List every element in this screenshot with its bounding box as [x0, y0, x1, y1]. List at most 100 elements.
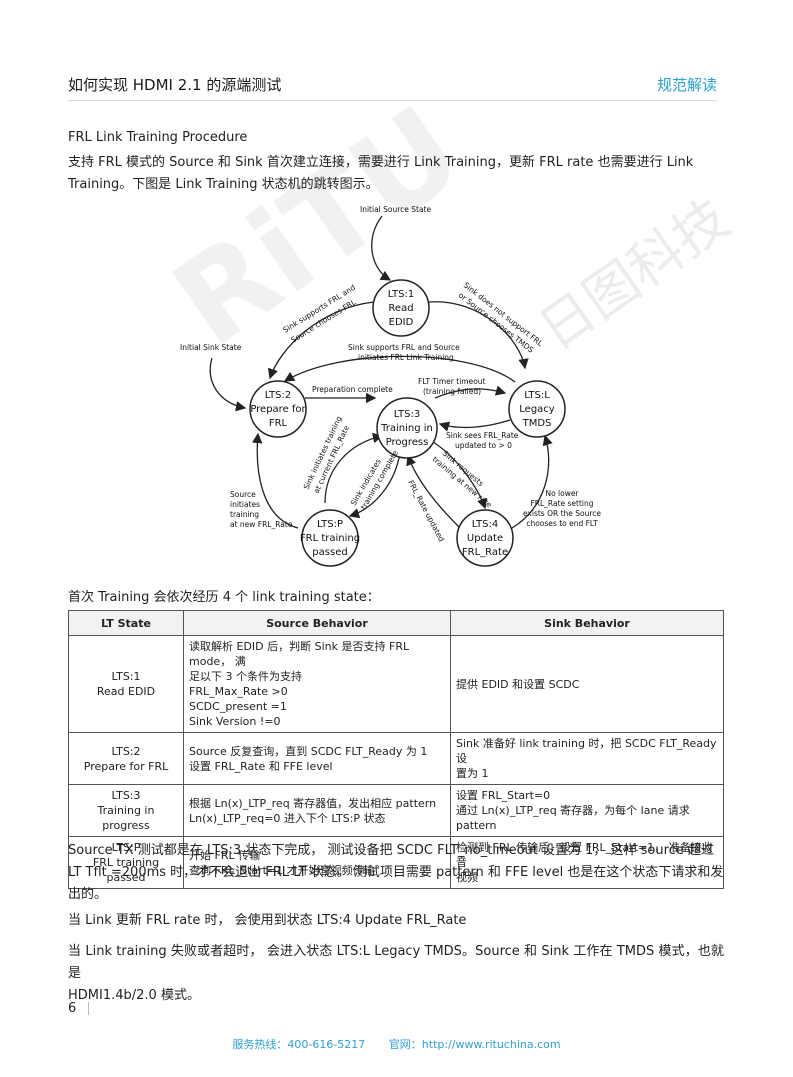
table-row: LTS:P FRL training passed 开始 FRL 传输 查询 F… [68, 836, 724, 889]
cell-line: 视频 [456, 871, 478, 884]
cell-line: 开始 FRL 传输 [189, 848, 261, 862]
node-ltsl-label: LTS:L [524, 390, 550, 401]
paragraph-update-rate: 当 Link 更新 FRL rate 时， 会使用到状态 LTS:4 Updat… [68, 913, 467, 928]
node-lts3-label: Progress [386, 437, 429, 448]
node-lts1-label: EDID [389, 317, 414, 328]
label-nolower: No lower [545, 489, 579, 498]
table-cell-source: Source 反复查询，直到 SCDC FLT_Ready 为 1 设置 FRL… [183, 732, 451, 785]
node-ltsp-label: FRL training [300, 533, 360, 544]
edge-initial-sink [209, 357, 247, 412]
node-lts4-label: Update [467, 533, 503, 544]
para-line: LT Tflt =200ms 时，才不会退出 FRL LT 状态。 测试项目需要… [68, 865, 724, 880]
cell-line: LTS:2 [111, 744, 141, 758]
cell-line: 提供 EDID 和设置 SCDC [456, 677, 580, 691]
table-cell-sink: Sink 准备好 link training 时，把 SCDC FLT_Read… [450, 732, 724, 785]
node-ltsp-label: passed [312, 547, 347, 558]
edge-ltsl-lts2 [283, 355, 516, 383]
cell-line: Training in progress [97, 804, 155, 832]
table-cell-source: 读取解析 EDID 后，判断 Sink 是否支持 FRL mode， 满 足以下… [183, 635, 451, 733]
table-cell-state: LTS:1 Read EDID [68, 635, 184, 733]
cell-line: Sink Version !=0 [189, 715, 281, 728]
label-sink-not: or Source chooses TMDS [457, 290, 536, 354]
node-ltsp-label: LTS:P [317, 519, 343, 530]
cell-line: FRL_Max_Rate >0 [189, 685, 288, 698]
cell-line: Ln(x)_LTP_req=0 进入下个 LTS:P 状态 [189, 811, 386, 825]
label-src-init: initiates [230, 500, 260, 509]
intro-line: 支持 FRL 模式的 Source 和 Sink 首次建立连接，需要进行 Lin… [68, 155, 694, 170]
intro-line: Training。下图是 Link Training 状态机的跳转图示。 [68, 177, 379, 192]
node-ltsp [301, 509, 359, 567]
cell-line: SCDC_present =1 [189, 700, 287, 713]
node-lts3-label: Training in [380, 423, 433, 434]
label-initial-sink: Initial Sink State [180, 343, 242, 352]
table-cell-sink: 检测到 FRL 传输后，设置 FRL_Start=1， 准备接收音 视频 [450, 836, 724, 889]
table-header-cell: LT State [68, 610, 184, 636]
edge-lts3-ltsl [434, 385, 507, 399]
page-header-section: 规范解读 [656, 76, 717, 94]
page-number-divider [88, 1002, 89, 1015]
table-cell-state: LTS:P FRL training passed [68, 836, 184, 889]
section-title: FRL Link Training Procedure [68, 130, 248, 145]
table-cell-sink: 设置 FRL_Start=0 通过 Ln(x)_LTP_req 寄存器，为每个 … [450, 784, 724, 837]
table-row: LTS:3 Training in progress 根据 Ln(x)_LTP_… [68, 784, 724, 837]
node-lts4 [456, 509, 514, 567]
header-divider [68, 100, 717, 101]
table-row: LTS:1 Read EDID 读取解析 EDID 后，判断 Sink 是否支持… [68, 635, 724, 733]
cell-line: 检测到 FRL 传输后，设置 FRL_Start=1， 准备接收音 [456, 841, 713, 869]
cell-line: 设置 FRL_Rate 和 FFE level [189, 759, 333, 773]
label-nolower: chooses to end FLT [526, 519, 598, 528]
edge-ltsp-lts2 [252, 432, 299, 529]
table-cell-state: LTS:2 Prepare for FRL [68, 732, 184, 785]
label-timeout: FLT Timer timeout [418, 377, 486, 386]
label-prep: Preparation complete [312, 385, 393, 394]
cell-line: LTS:1 [111, 670, 141, 683]
table-header-row: LT State Source Behavior Sink Behavior [68, 610, 724, 636]
label-src-init: training [230, 510, 259, 519]
page-footer: 服务热线：400-616-5217 官网：http://www.rituchin… [0, 1036, 793, 1052]
edge-lts1-lts2 [267, 301, 375, 380]
edge-ltsp-lts3 [324, 432, 384, 504]
para-line: Source TX 测试都是在 LTS:3 状态下完成， 测试设备把 SCDC … [68, 843, 714, 858]
label-src-init: Source [230, 490, 256, 499]
para-line: 出的。 [68, 887, 108, 902]
edge-lts4-lts3 [406, 454, 461, 529]
node-lts4-label: LTS:4 [472, 519, 498, 530]
node-lts2-label: Prepare for [250, 404, 306, 415]
table-cell-sink: 提供 EDID 和设置 SCDC [450, 635, 724, 733]
cell-line: 查询 FRL_Start=1 才开始音视频传输 [189, 863, 375, 877]
node-lts2-label: LTS:2 [265, 390, 291, 401]
table-header-cell: Source Behavior [183, 610, 451, 636]
node-lts1 [372, 279, 430, 337]
paragraph-legacy-tmds: 当 Link training 失败或者超时， 会进入状态 LTS:L Lega… [68, 941, 724, 1007]
table-header-cell: Sink Behavior [450, 610, 724, 636]
cell-line: Sink 准备好 link training 时，把 SCDC FLT_Read… [456, 737, 717, 765]
label-sink-not: Sink does not support FRL [462, 280, 546, 348]
cell-line: 根据 Ln(x)_LTP_req 寄存器值，发出相应 pattern [189, 796, 437, 810]
node-lts4-label: FRL_Rate [462, 547, 508, 558]
node-ltsl-label: Legacy [519, 404, 555, 415]
table-cell-source: 开始 FRL 传输 查询 FRL_Start=1 才开始音视频传输 [183, 836, 451, 889]
label-mid: Sink supports FRL and Source [348, 343, 460, 352]
table-cell-source: 根据 Ln(x)_LTP_req 寄存器值，发出相应 pattern Ln(x)… [183, 784, 451, 837]
cell-line: 置为 1 [456, 767, 489, 780]
lts-state-diagram: LTS:1 Read EDID LTS:2 Prepare for FRL LT… [180, 205, 601, 567]
cell-line: Prepare for FRL [83, 759, 169, 773]
label-mid: initiates FRL Link Training [358, 353, 454, 362]
cell-line: LTS:3 [111, 789, 141, 802]
paragraph-source-tx: Source TX 测试都是在 LTS:3 状态下完成， 测试设备把 SCDC … [68, 840, 724, 906]
edge-lts1-ltsl [427, 301, 529, 370]
edge-lts3-lts4 [429, 439, 488, 510]
label-timeout: (training failed) [423, 387, 481, 396]
cell-line: FRL training passed [92, 856, 160, 884]
node-lts3 [376, 397, 438, 459]
node-lts2-label: FRL [269, 418, 288, 429]
table-intro: 首次 Training 会依次经历 4 个 link training stat… [68, 590, 380, 605]
footer-hotline: 服务热线：400-616-5217 [232, 1038, 366, 1051]
edge-lts4-ltsl [511, 434, 553, 529]
para-line: HDMI1.4b/2.0 模式。 [68, 988, 200, 1003]
table-cell-state: LTS:3 Training in progress [68, 784, 184, 837]
node-ltsl-label: TMDS [522, 418, 552, 429]
cell-line: LTS:P [111, 841, 141, 854]
footer-website: 官网：http://www.rituchina.com [388, 1038, 561, 1051]
label-src-init: at new FRL_Rate [230, 520, 293, 529]
